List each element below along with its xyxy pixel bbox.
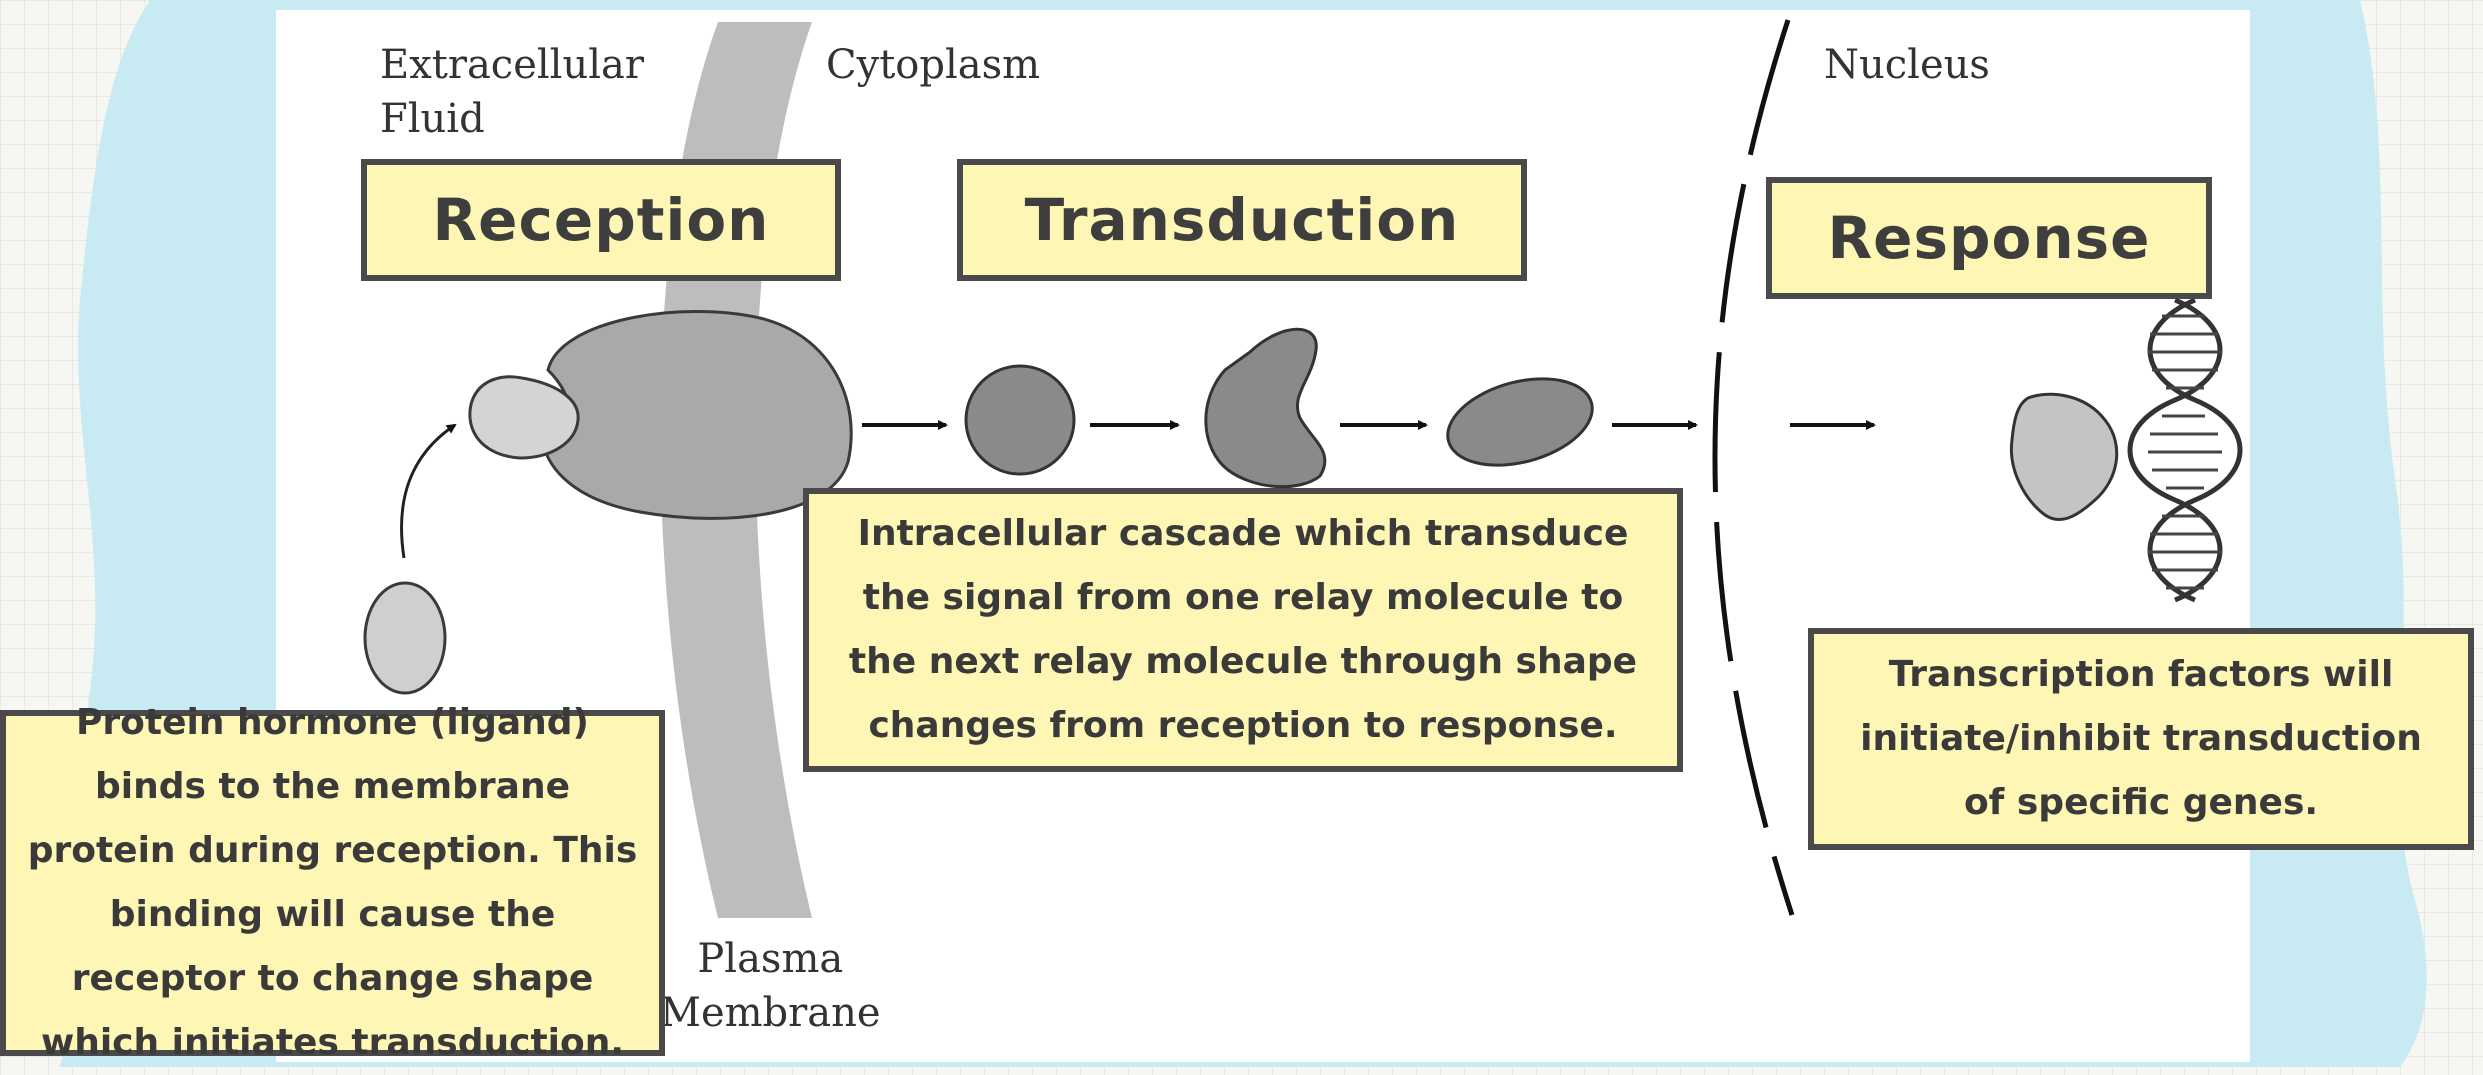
extracellular-fluid-label: Extracellular Fluid <box>380 38 644 146</box>
relay-molecule-1 <box>966 366 1074 474</box>
relay-molecule-3 <box>1438 364 1602 480</box>
reception-note: Protein hormone (ligand) binds to the me… <box>22 691 643 1075</box>
transduction-note: Intracellular cascade which transduce th… <box>825 502 1661 758</box>
response-title-box: Response <box>1766 177 2212 299</box>
transduction-note-box: Intracellular cascade which transduce th… <box>803 488 1683 772</box>
dna-helix <box>2130 300 2240 600</box>
binding-arrow <box>402 425 455 558</box>
reception-title-box: Reception <box>361 159 841 281</box>
transcription-factor <box>2011 394 2116 519</box>
reception-title: Reception <box>433 186 770 254</box>
cytoplasm-label: Cytoplasm <box>826 38 1040 92</box>
nuclear-envelope <box>1715 20 1792 915</box>
response-note-box: Transcription factors will initiate/inhi… <box>1808 628 2474 850</box>
transduction-title: Transduction <box>1025 186 1460 254</box>
ligand-molecule <box>365 583 445 693</box>
transduction-title-box: Transduction <box>957 159 1527 281</box>
nucleus-label: Nucleus <box>1824 38 1990 92</box>
relay-molecule-2 <box>1206 329 1325 486</box>
plasma-membrane-label: Plasma Membrane <box>660 932 881 1040</box>
reception-note-box: Protein hormone (ligand) binds to the me… <box>0 710 665 1056</box>
response-note: Transcription factors will initiate/inhi… <box>1854 643 2428 835</box>
response-title: Response <box>1827 204 2150 272</box>
